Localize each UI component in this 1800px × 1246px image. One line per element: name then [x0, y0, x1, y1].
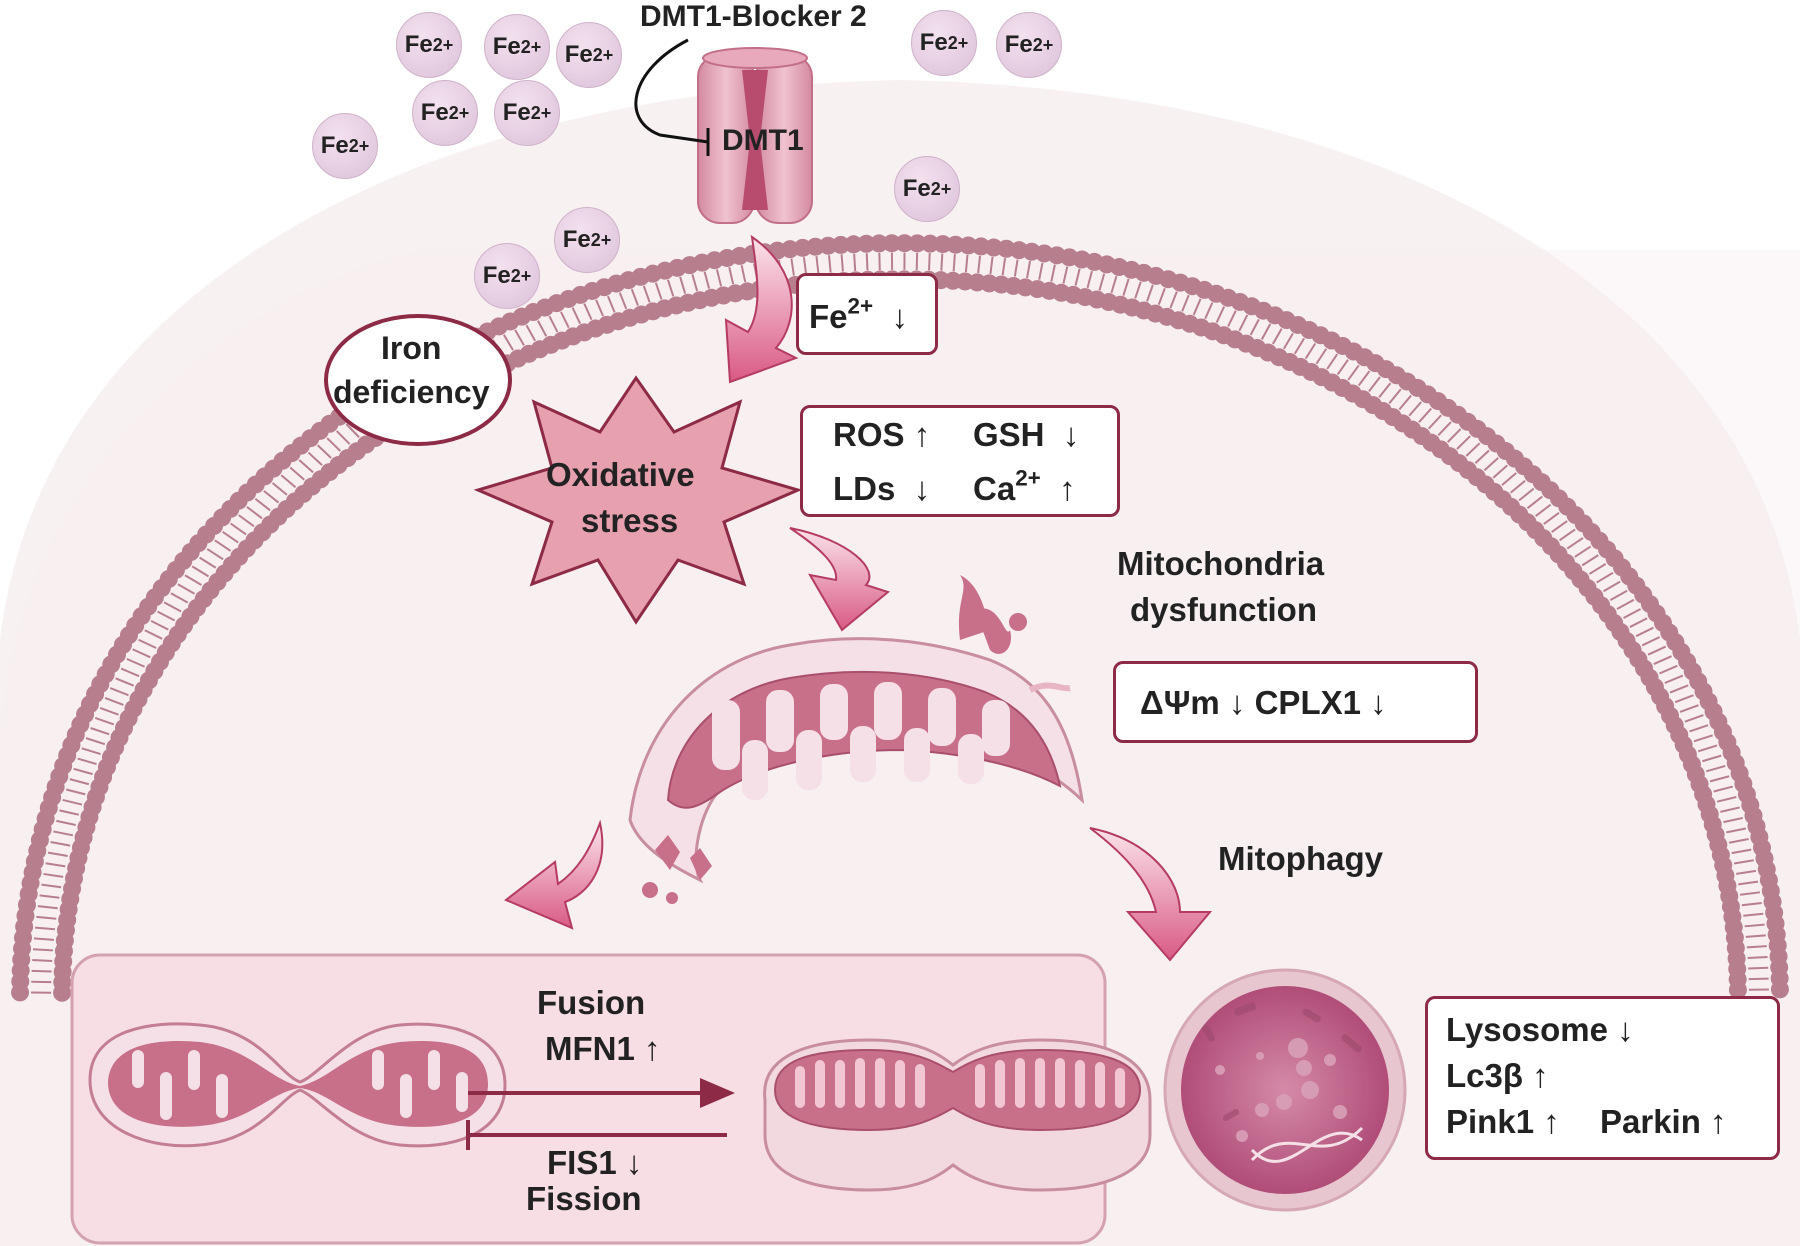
calcium-item: Ca2+ ↑ — [973, 465, 1076, 507]
lysosome-item: Lysosome ↓ — [1446, 1011, 1634, 1048]
lipid-head — [1770, 980, 1789, 999]
lipid-head — [1728, 980, 1747, 999]
fusing-mitochondrion — [88, 1022, 507, 1148]
mito-markers-box: ΔΨm ↓ CPLX1 ↓ — [1113, 661, 1478, 743]
mitophagy-label: Mitophagy — [1218, 840, 1383, 877]
mitophagy-markers-box: Lysosome ↓ Lc3β ↑ Pink1 ↑ Parkin ↑ — [1425, 996, 1780, 1160]
arrow-mito-to-fusion — [504, 819, 604, 930]
blocker-inhibition-line — [634, 38, 709, 144]
gsh-item: GSH ↓ — [973, 416, 1080, 453]
lc3b-item: Lc3β ↑ — [1446, 1057, 1549, 1094]
lipid-head — [946, 235, 965, 254]
fused-mitochondrion-3d — [763, 1038, 1152, 1192]
fis1-label: FIS1 ↓ — [547, 1144, 643, 1181]
iron-deficiency-label-line1: Iron — [381, 330, 442, 366]
lysosome — [1163, 968, 1407, 1212]
lipid-head — [857, 234, 876, 253]
mito-dysfunction-label-line1: Mitochondria — [1117, 545, 1325, 582]
lipid-head — [908, 234, 927, 253]
dmt1-label: DMT1 — [722, 124, 804, 157]
damaged-mitochondrion — [628, 575, 1085, 904]
lipid-head — [882, 234, 901, 253]
iron-deficiency-label-line2: deficiency — [333, 374, 490, 410]
lipid-head — [895, 234, 914, 253]
lipid-head — [831, 235, 850, 254]
fusion-label: Fusion — [537, 984, 646, 1021]
iron-deficiency-ellipse — [324, 314, 512, 446]
fusion-arrowhead — [700, 1078, 735, 1108]
fe-decrease-box: Fe2+ ↓ — [796, 273, 938, 355]
lipid-head — [933, 235, 952, 254]
blocker-label: DMT1-Blocker 2 — [640, 0, 867, 33]
fission-label: Fission — [526, 1180, 642, 1217]
mito-dysfunction-label-line2: dysfunction — [1130, 591, 1317, 628]
lds-item: LDs ↓ — [833, 470, 931, 507]
parkin-item: Parkin ↑ — [1600, 1103, 1727, 1140]
pink1-item: Pink1 ↑ — [1446, 1103, 1560, 1140]
lipid-head — [844, 235, 863, 254]
oxidative-stress-star — [473, 375, 803, 625]
arrow-stress-to-mito — [789, 527, 891, 632]
lipid-head — [870, 234, 889, 253]
arrow-mito-to-lysosome — [1089, 827, 1213, 962]
oxidative-stress-label-line1: Oxidative — [546, 456, 695, 493]
lipid-head — [921, 234, 940, 253]
oxidative-stress-label-line2: stress — [581, 502, 679, 539]
oxidative-markers-box: ROS ↑ GSH ↓ LDs ↓ Ca2+ ↑ — [800, 405, 1120, 517]
ros-item: ROS ↑ — [833, 416, 931, 453]
arrow-dmt1-to-stress — [724, 234, 799, 384]
lipid-head — [819, 236, 838, 255]
dmt1-channel[interactable] — [697, 47, 813, 224]
mfn1-label: MFN1 ↑ — [545, 1030, 661, 1067]
